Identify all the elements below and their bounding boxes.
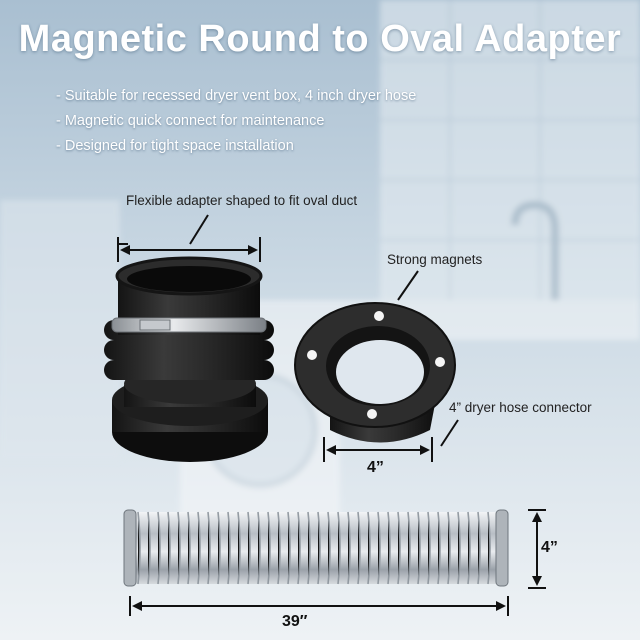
magnet-icon: [435, 357, 445, 367]
hose-diameter-label: 4”: [541, 539, 558, 556]
magnets-callout: Strong magnets: [387, 252, 483, 267]
feature-list: - Suitable for recessed dryer vent box, …: [56, 84, 416, 159]
feature-item: - Suitable for recessed dryer vent box, …: [56, 88, 417, 104]
flexible-adapter: [104, 256, 274, 462]
foil-hose: [123, 509, 509, 587]
magnet-icon: [307, 350, 317, 360]
hose-diameter-arrow: [528, 509, 546, 589]
magnets-leader: [397, 270, 419, 301]
hose-length-label: 39″: [282, 613, 308, 630]
feature-item: - Designed for tight space installation: [56, 138, 294, 154]
hose-length-arrow: [129, 596, 509, 616]
magnet-icon: [374, 311, 384, 321]
feature-item: - Magnetic quick connect for maintenance: [56, 113, 325, 129]
adapter-callout: Flexible adapter shaped to fit oval duct: [126, 193, 358, 208]
connector-width-label: 4”: [367, 459, 384, 476]
connector-width-arrow: [323, 419, 459, 462]
magnetic-connector: [294, 302, 456, 443]
connector-callout: 4” dryer hose connector: [449, 400, 592, 415]
adapter-width-arrow: [117, 214, 261, 262]
magnet-icon: [367, 409, 377, 419]
page-title: Magnetic Round to Oval Adapter: [18, 18, 622, 60]
